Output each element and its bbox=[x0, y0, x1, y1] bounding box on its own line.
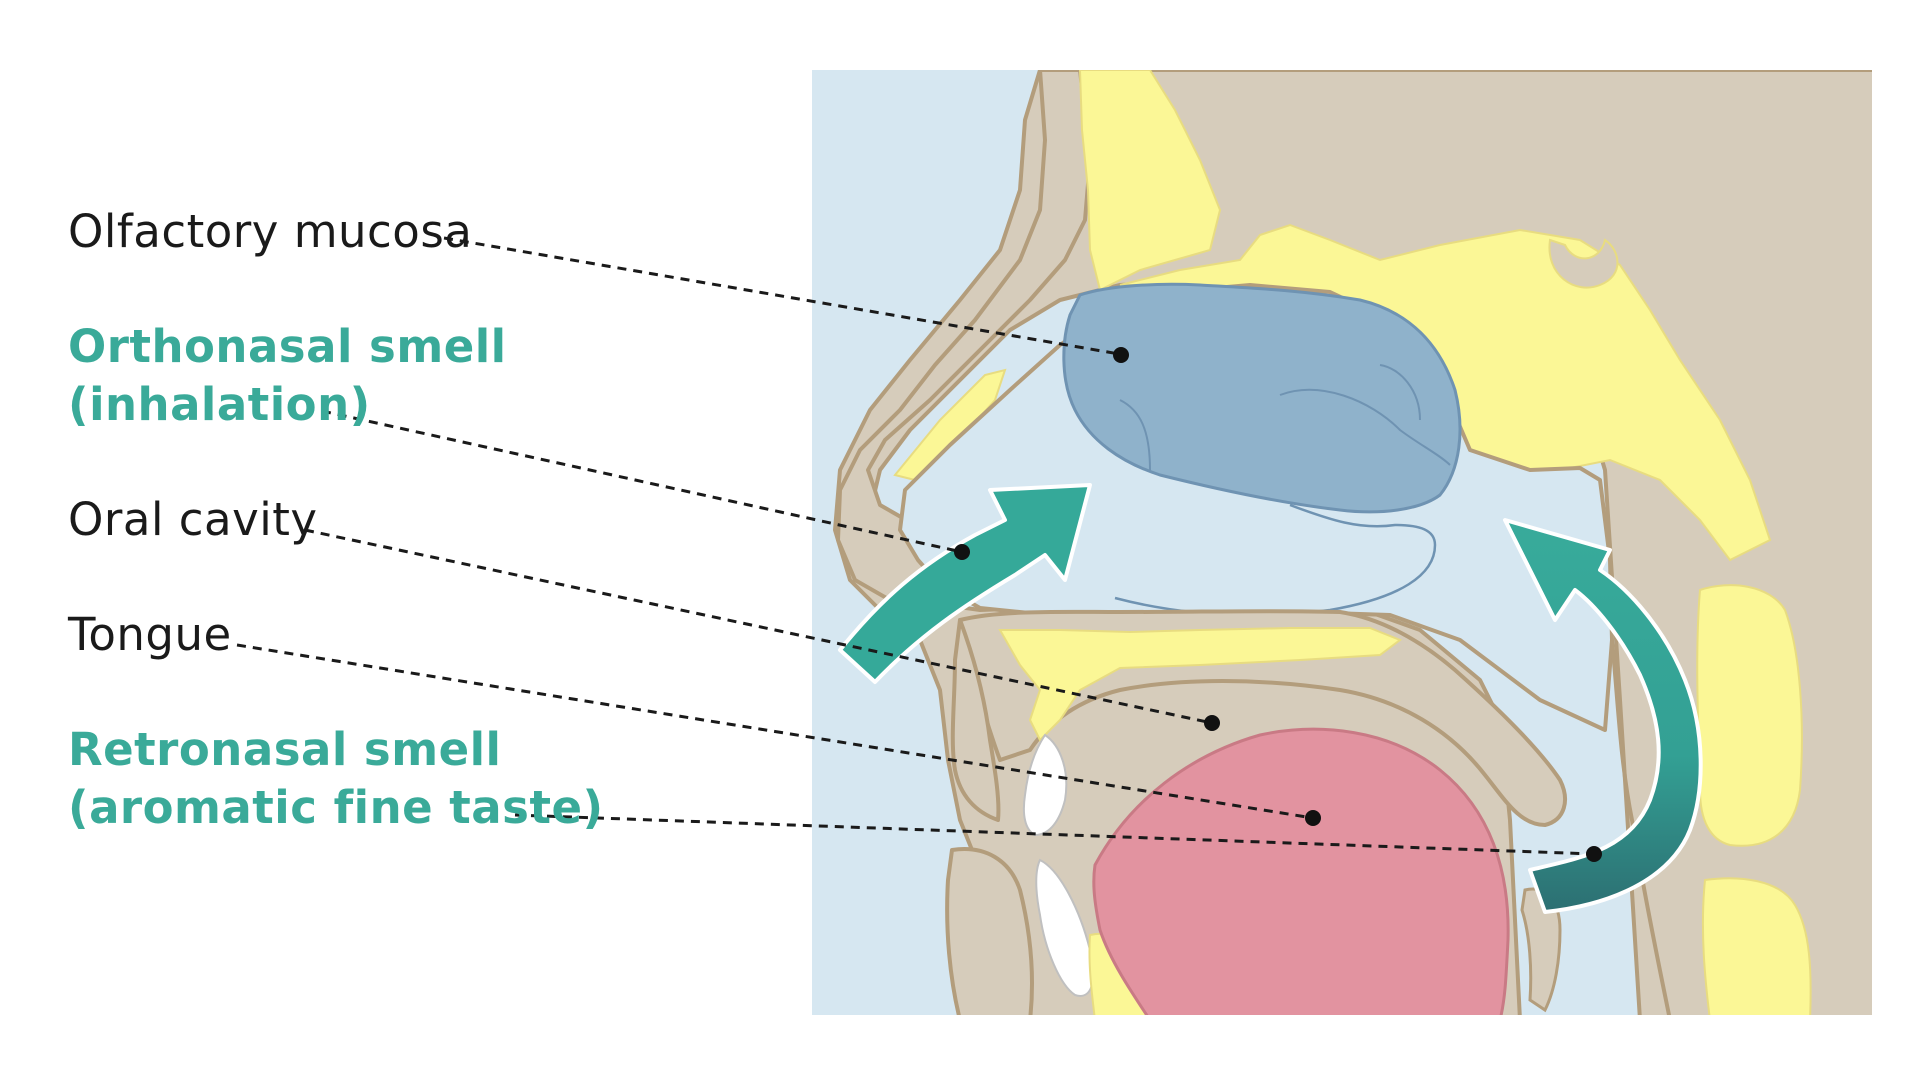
label-olfactory-mucosa-text: Olfactory mucosa bbox=[68, 205, 473, 258]
mucosa-fold bbox=[1379, 364, 1421, 421]
tongue-leader-line bbox=[236, 643, 1314, 820]
retronasal-leader-line bbox=[514, 813, 1595, 856]
frontal-bone bbox=[1078, 70, 1222, 292]
label-oral-cavity-text: Oral cavity bbox=[68, 493, 318, 546]
mucosa-fold bbox=[1279, 388, 1451, 466]
olfactory-mucosa-region bbox=[1062, 282, 1462, 514]
label-retronasal-line1: Retronasal smell bbox=[68, 723, 502, 776]
label-orthonasal-line1: Orthonasal smell bbox=[68, 320, 507, 373]
vertebra bbox=[1701, 877, 1812, 1015]
orthonasal-marker-dot bbox=[954, 544, 970, 560]
mucosa-fold bbox=[1119, 399, 1151, 471]
pharynx-wall bbox=[1610, 639, 1672, 1015]
orthonasal-arrow bbox=[838, 483, 1092, 684]
label-orthonasal-smell: Orthonasal smell (inhalation) bbox=[68, 318, 507, 434]
retronasal-marker-dot bbox=[1586, 846, 1602, 862]
maxilla-bone bbox=[998, 627, 1403, 742]
olfactory-leader-line bbox=[443, 236, 1126, 357]
sella-turcica bbox=[1548, 238, 1619, 289]
retronasal-arrow bbox=[1503, 518, 1703, 914]
label-olfactory-mucosa: Olfactory mucosa bbox=[68, 203, 472, 261]
label-retronasal-smell: Retronasal smell (aromatic fine taste) bbox=[68, 721, 604, 837]
oral-cavity-leader-line bbox=[304, 528, 1213, 725]
orthonasal-leader-line bbox=[321, 409, 963, 554]
olfactory-marker-dot bbox=[1113, 347, 1129, 363]
label-orthonasal-line2: (inhalation) bbox=[68, 378, 371, 431]
vertebra bbox=[1696, 584, 1803, 847]
label-tongue-text: Tongue bbox=[68, 608, 232, 661]
lower-teeth bbox=[1035, 858, 1095, 997]
oral-cavity-marker-dot bbox=[1204, 715, 1220, 731]
lower-lip bbox=[945, 847, 1034, 1015]
label-retronasal-line2: (aromatic fine taste) bbox=[68, 781, 604, 834]
tongue-marker-dot bbox=[1305, 810, 1321, 826]
label-oral-cavity: Oral cavity bbox=[68, 491, 318, 549]
tongue-region bbox=[1092, 727, 1510, 1015]
label-tongue: Tongue bbox=[68, 606, 232, 664]
